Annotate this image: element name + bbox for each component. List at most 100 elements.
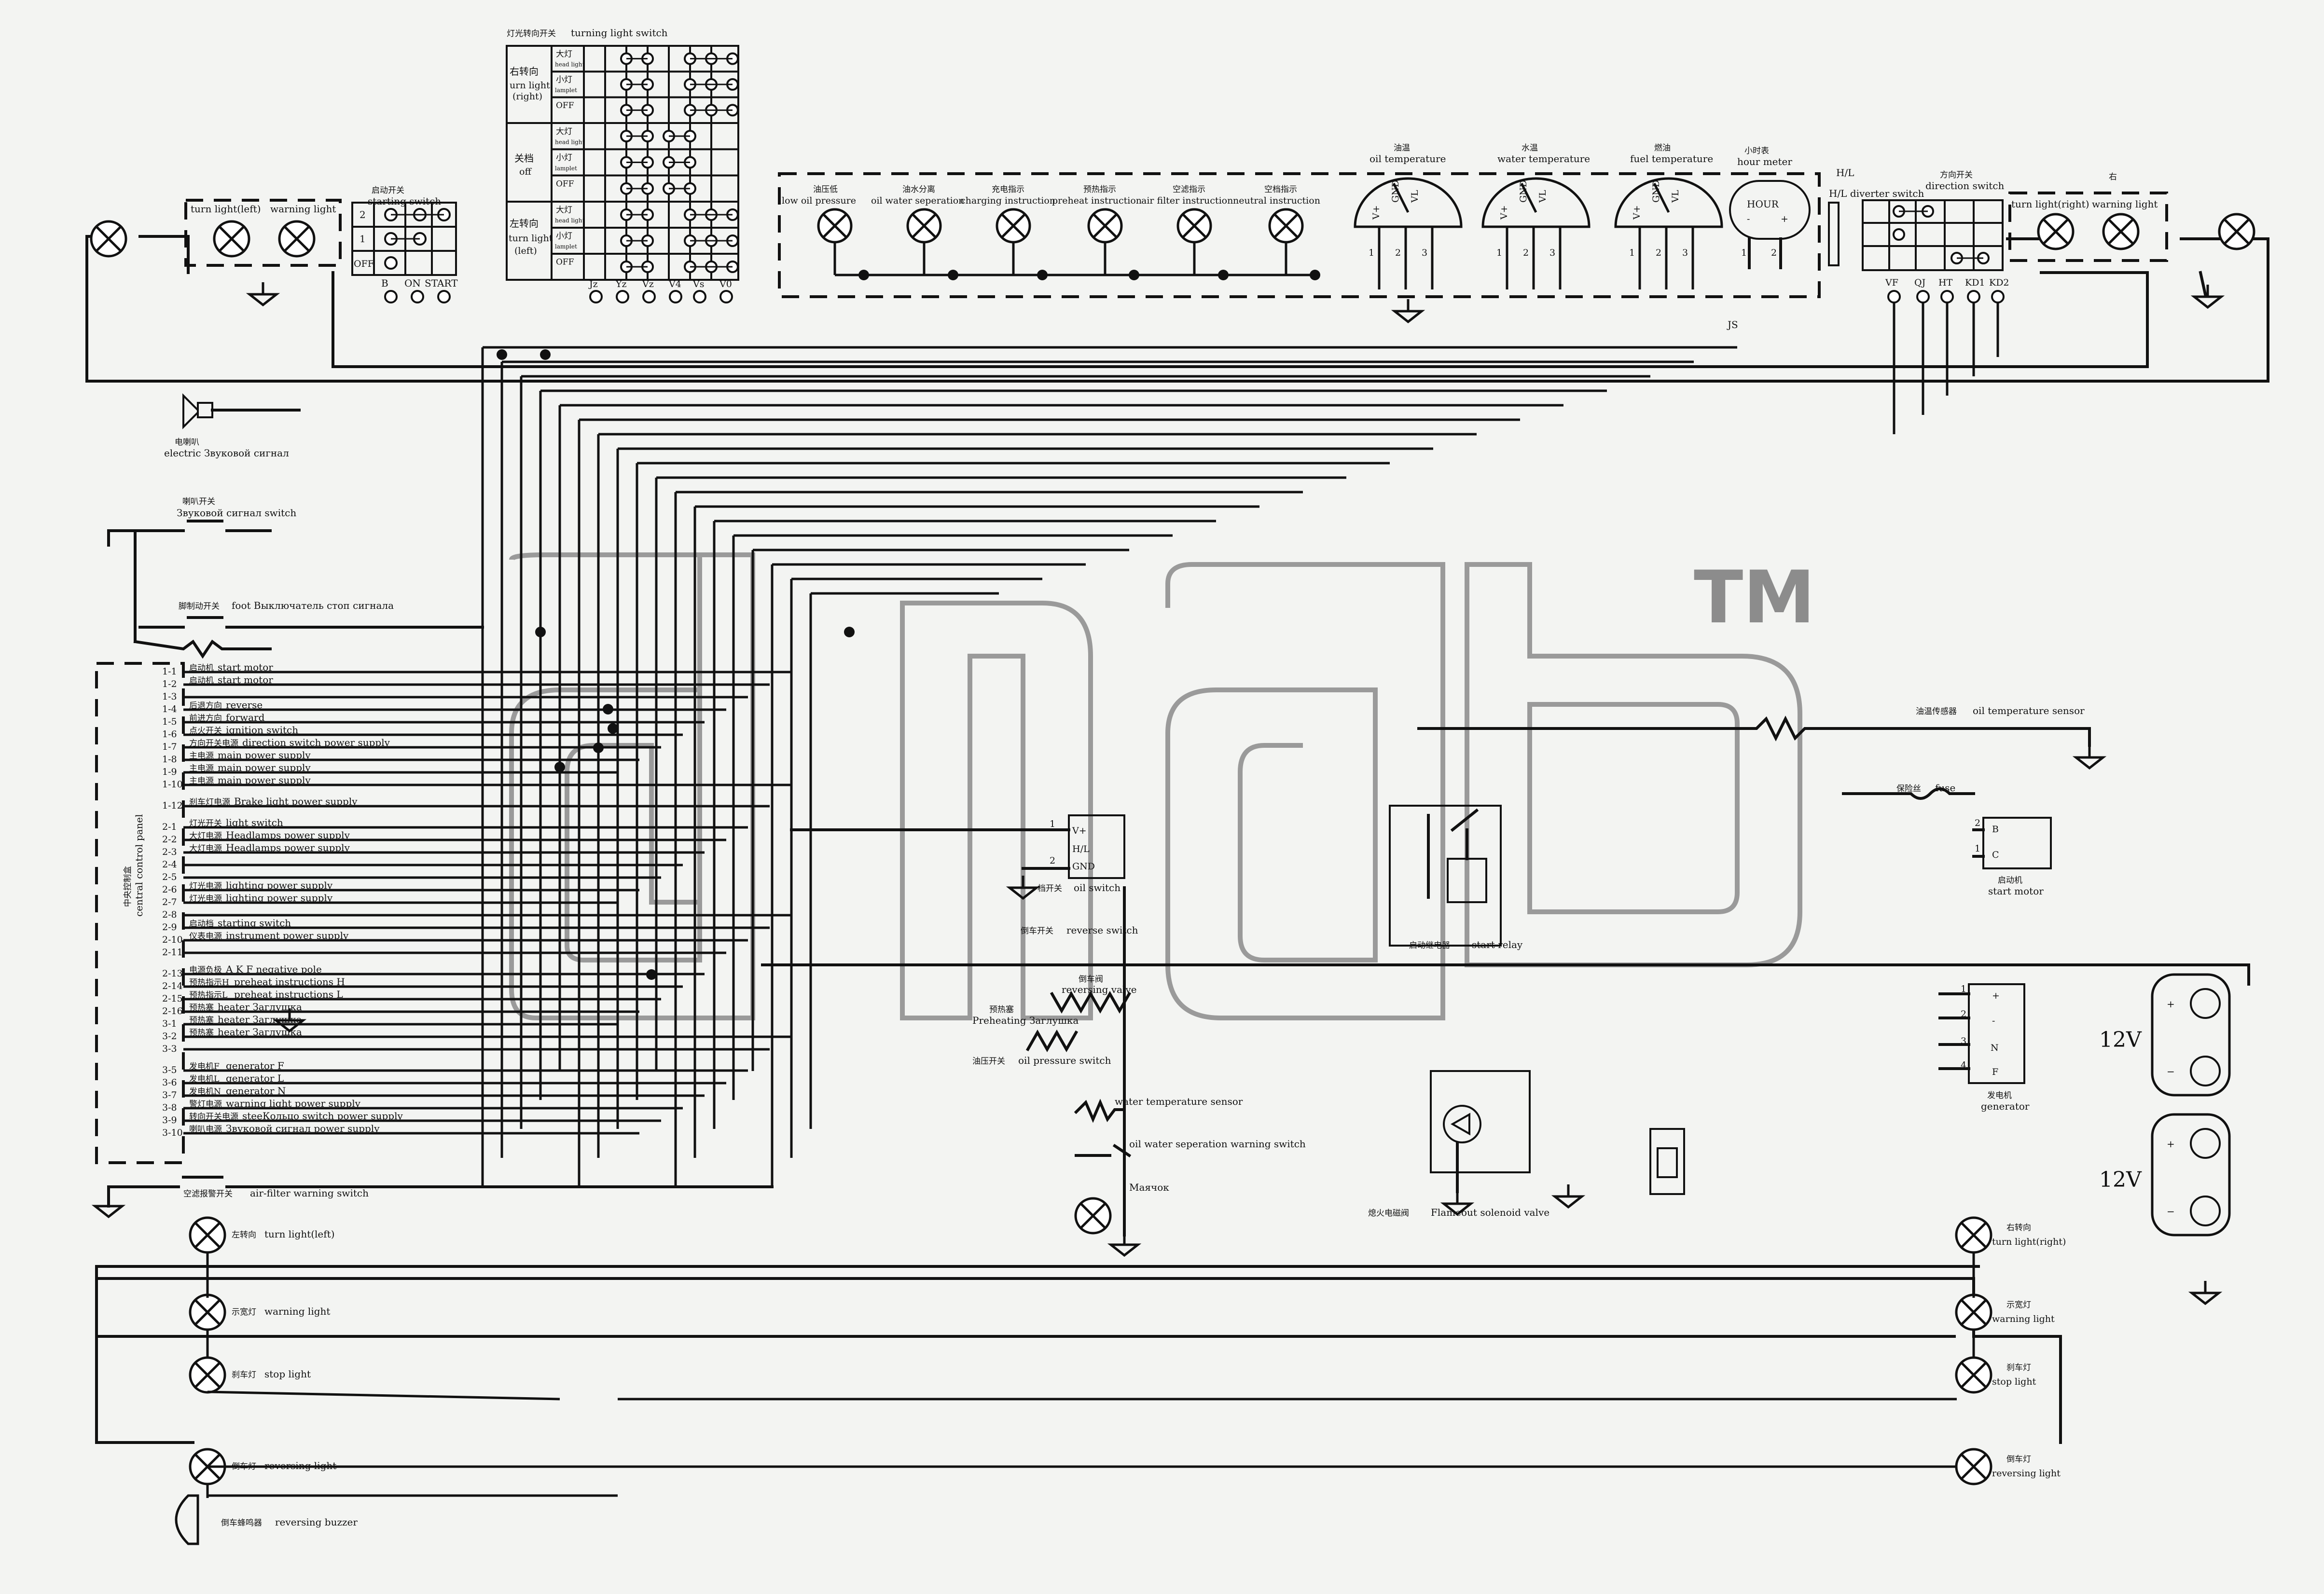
panel-pin-en: main power supply — [218, 749, 311, 761]
start-relay-zh: 启动继电器 — [1409, 941, 1450, 950]
bottom-right-zh: 倒车灯 — [2006, 1455, 2031, 1464]
gauge-pin-num: 2 — [1523, 247, 1529, 258]
panel-pin-number: 3-2 — [162, 1031, 177, 1042]
start-relay: 启动继电器 start relay — [1389, 805, 1523, 950]
left-light-cluster: turn light(left) warning light — [184, 199, 342, 267]
panel-pin-number: 3-3 — [162, 1044, 177, 1054]
direction-terminal-label: VF — [1885, 277, 1898, 288]
indicator-label-zh: 空滤指示 — [1173, 185, 1205, 194]
panel-pin-en: ignition switch — [226, 724, 298, 736]
bottom-right-en: reversing light — [1992, 1468, 2061, 1479]
panel-pin-zh: 启动机 — [189, 676, 214, 686]
start-motor-c: C — [1992, 850, 1999, 860]
panel-pin-number: 1-2 — [162, 679, 177, 689]
gauge-pin-num: 2 — [1656, 247, 1661, 258]
left-turn-en2: (left) — [514, 246, 537, 256]
direction-terminal-label: QJ — [1914, 277, 1925, 288]
left-side: 电喇叭 electric Звуковой сигнал 喇叭开关 Звуков… — [91, 393, 2223, 1305]
panel-pin-en: lighting power supply — [226, 892, 333, 904]
panel-pin-zh: 转向开关电源 — [189, 1112, 238, 1122]
panel-pin-number: 3-5 — [162, 1065, 177, 1075]
panel-pin-number: 2-1 — [162, 822, 177, 832]
panel-label-en: central control panel — [133, 814, 145, 917]
flameout-zh: 熄火电磁阀 — [1368, 1209, 1409, 1218]
air-filter-en: air-filter warning switch — [250, 1187, 369, 1199]
panel-pin-number: 2-4 — [162, 859, 177, 870]
panel-pin-zh: 前进方向 — [189, 714, 222, 723]
bottom-left-en: warning light — [264, 1305, 330, 1317]
panel-pin-zh: 灯光开关 — [189, 819, 222, 828]
bottom-right-en: stop light — [1992, 1376, 2036, 1387]
oil-temp-sensor-zh: 油温传感器 — [1916, 707, 1957, 716]
battery-minus: − — [2167, 1066, 2175, 1077]
horn-switch: 喇叭开关 Звуковой сигнал switch — [107, 497, 296, 643]
start-term-start: START — [425, 277, 458, 289]
gauge-label-en: oil temperature — [1370, 153, 1446, 165]
right-warning-light-label: warning light — [2092, 198, 2158, 210]
indicator-label-en: preheat instruction — [1052, 195, 1142, 206]
panel-pin-zh: 发电机L — [189, 1074, 219, 1084]
switch-state-label: 大灯 — [556, 206, 572, 215]
right-warning-lamp — [2102, 213, 2140, 250]
panel-pin-number: 2-3 — [162, 847, 177, 857]
panel-pin-number: 2-8 — [162, 909, 177, 920]
right-turn-light-label: turn light(right) — [2011, 198, 2089, 210]
panel-pin-en: generator L — [226, 1072, 284, 1084]
turn-switch-terminal-label: V4 — [668, 279, 681, 289]
oil-temp-sensor-en: oil temperature sensor — [1973, 705, 2085, 716]
right-outer-turn-lamp — [2218, 213, 2255, 250]
bottom-right-zh: 示宽灯 — [2006, 1300, 2031, 1310]
gauge-label-en: water temperature — [1497, 153, 1590, 165]
ground-negative-pole — [272, 1008, 307, 1033]
panel-pin-number: 1-8 — [162, 754, 177, 765]
indicator-lamp — [1176, 208, 1212, 244]
panel-pin-number: 2-11 — [162, 947, 183, 958]
indicator-label-en: air filter instruction — [1141, 195, 1233, 206]
left-turn-lamp — [213, 220, 250, 258]
gauge-pin-label: VL — [1537, 190, 1548, 203]
middle-marker-lamp — [1074, 1197, 1112, 1235]
panel-pin-en: Headlamps power supply — [226, 842, 350, 853]
gauge-label-zh: 水温 — [1522, 143, 1538, 153]
ground-oil-gauge — [1391, 299, 1425, 324]
panel-pin-number: 1-7 — [162, 742, 177, 752]
panel-pin-zh: 主电源 — [189, 776, 214, 786]
start-term-b: B — [381, 277, 388, 289]
horn: 电喇叭 electric Звуковой сигнал — [164, 393, 301, 459]
panel-pin-en: preheat instructions H — [234, 976, 345, 988]
hour-pin-2: 2 — [1771, 247, 1777, 258]
js-label: JS — [1727, 319, 1738, 330]
turn-switch-terminal-label: V0 — [719, 279, 732, 289]
panel-pin-en: Звуковой сигнал power supply — [226, 1123, 380, 1134]
start-row-2: 2 — [360, 209, 366, 220]
gauge-pin-label: GND — [1390, 180, 1401, 203]
gen-n: N — [1991, 1043, 1999, 1053]
panel-pin-zh: 电源负极 — [189, 965, 222, 975]
left-warning-lamp — [278, 220, 316, 258]
battery-voltage: 12V — [2099, 1028, 2142, 1052]
switch-state-label: 小灯 — [556, 75, 572, 85]
oil-unit-hl: H/L — [1072, 844, 1090, 854]
indicator-label-en: oil water seperation — [871, 195, 964, 206]
ground-right-cluster — [2190, 285, 2225, 309]
panel-pin-zh: 警灯电源 — [189, 1099, 222, 1109]
panel-pin-en: start motor — [218, 661, 273, 673]
off-label: 关档 — [514, 152, 534, 164]
battery-minus: − — [2167, 1206, 2175, 1217]
panel-pin-number: 2-6 — [162, 884, 177, 895]
right-turn-lamp — [2037, 213, 2075, 250]
indicator-label-zh: 油水分离 — [902, 185, 935, 194]
switch-state-label: 小灯 — [556, 232, 572, 241]
marker-lamp-label: Маячок — [1129, 1182, 1169, 1193]
buzzer-zh: 倒车蜂鸣器 — [221, 1518, 262, 1528]
gauge-pin-num: 3 — [1549, 247, 1555, 258]
lamps — [90, 213, 2255, 309]
panel-pin-en: steeКольцо switch power supply — [242, 1110, 403, 1122]
panel-pin-en: heater Заглушка — [218, 1026, 302, 1038]
panel-pin-en: generator N — [226, 1085, 286, 1097]
bottom-right-lamp — [1955, 1448, 1992, 1485]
panel-pin-number: 1-6 — [162, 729, 177, 740]
start-relay-en: start relay — [1472, 939, 1523, 950]
panel-pin-number: 1-10 — [162, 779, 183, 790]
